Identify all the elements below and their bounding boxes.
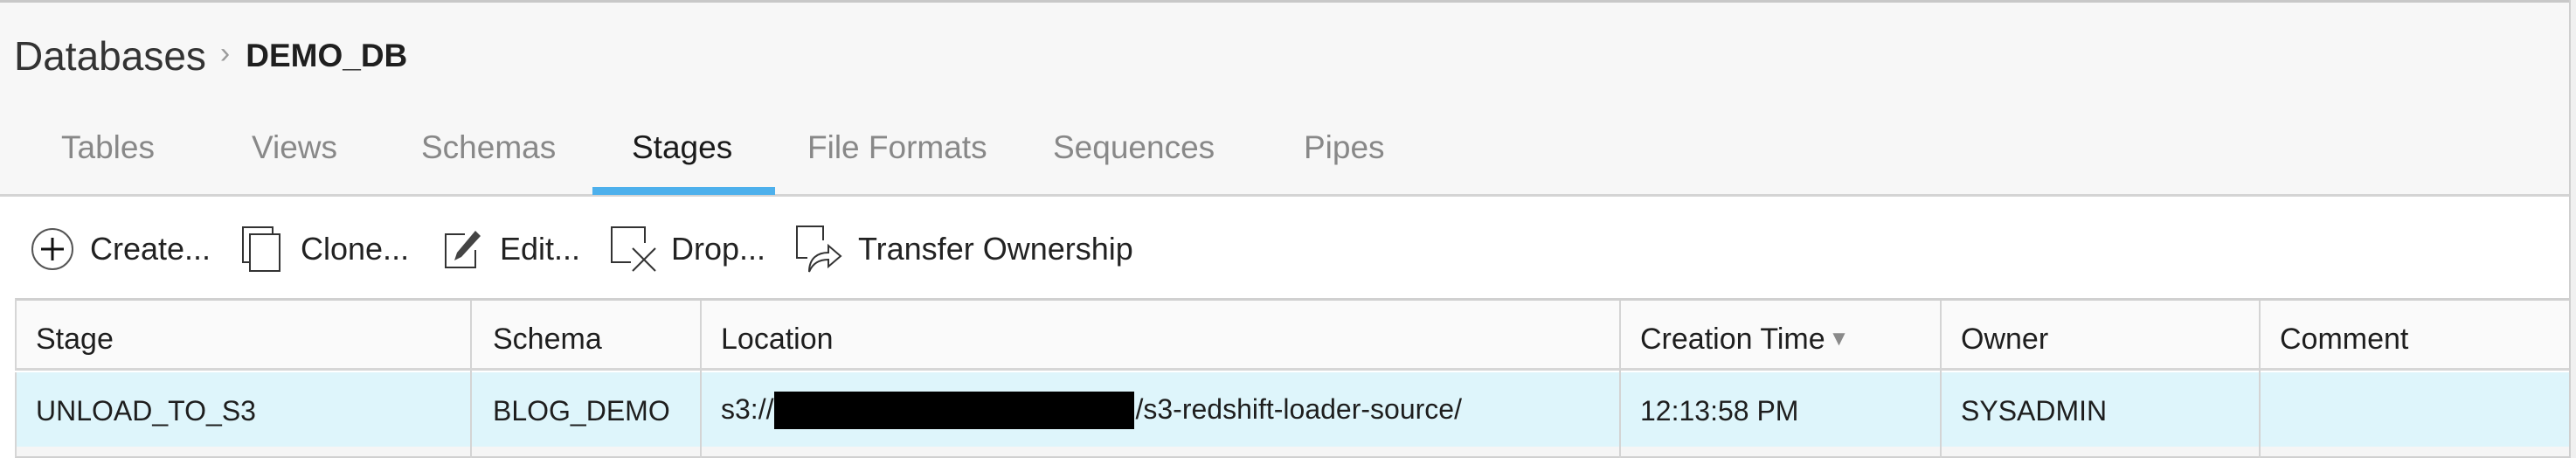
table-row[interactable]: UNLOAD_TO_S3 BLOG_DEMO s3:// /s3-redshift…	[15, 372, 2569, 447]
column-divider[interactable]	[1619, 301, 1621, 458]
page-header	[0, 3, 2569, 195]
location-prefix: s3://	[721, 393, 774, 425]
column-divider[interactable]	[1940, 301, 1942, 458]
table-empty-row	[15, 447, 2569, 458]
cell-stage: UNLOAD_TO_S3	[36, 395, 256, 427]
drop-x-icon	[610, 226, 659, 273]
column-header-schema[interactable]: Schema	[493, 323, 602, 356]
window-top-border	[0, 0, 2576, 3]
create-button[interactable]: Create...	[31, 219, 211, 280]
tab-schemas[interactable]: Schemas	[421, 129, 557, 165]
tab-bar-border	[0, 194, 2569, 197]
transfer-ownership-button[interactable]: Transfer Ownership	[795, 219, 1133, 280]
drop-label: Drop...	[671, 231, 766, 267]
column-header-creation-time[interactable]: Creation Time▼	[1640, 323, 1849, 357]
clone-label: Clone...	[301, 231, 410, 267]
drop-button[interactable]: Drop...	[610, 219, 765, 280]
transfer-ownership-label: Transfer Ownership	[858, 231, 1133, 267]
edit-button[interactable]: Edit...	[444, 219, 580, 280]
cell-location: s3:// /s3-redshift-loader-source/	[721, 392, 1462, 429]
table-header-row: Stage Schema Location Creation Time▼ Own…	[15, 298, 2569, 371]
transfer-arrow-icon	[795, 225, 844, 274]
tab-views[interactable]: Views	[252, 129, 338, 165]
sort-descending-icon: ▼	[1828, 327, 1850, 350]
edit-label: Edit...	[500, 231, 581, 267]
redacted-bucket-name	[774, 392, 1135, 429]
column-header-owner[interactable]: Owner	[1961, 323, 2049, 356]
create-label: Create...	[90, 231, 211, 267]
tab-file-formats[interactable]: File Formats	[807, 129, 987, 165]
window-right-edge	[2569, 0, 2576, 458]
column-divider[interactable]	[700, 301, 702, 458]
tab-sequences[interactable]: Sequences	[1053, 129, 1215, 165]
column-divider[interactable]	[470, 301, 472, 458]
edit-pencil-icon	[444, 229, 482, 269]
column-header-location[interactable]: Location	[721, 323, 834, 356]
plus-circle-icon	[31, 227, 74, 271]
creation-time-label: Creation Time	[1640, 323, 1825, 356]
column-divider[interactable]	[2259, 301, 2261, 458]
tab-stages[interactable]: Stages	[632, 129, 733, 165]
active-tab-indicator	[592, 187, 775, 195]
copy-icon	[241, 226, 283, 273]
clone-button[interactable]: Clone...	[241, 219, 409, 280]
cell-schema: BLOG_DEMO	[493, 395, 670, 427]
breadcrumb-databases-link[interactable]: Databases	[14, 33, 206, 79]
chevron-right-icon: ›	[219, 36, 231, 70]
tab-pipes[interactable]: Pipes	[1304, 129, 1385, 165]
breadcrumb: Databases › DEMO_DB	[14, 30, 407, 82]
breadcrumb-current-database: DEMO_DB	[246, 38, 408, 73]
column-header-comment[interactable]: Comment	[2280, 323, 2409, 356]
cell-owner: SYSADMIN	[1961, 395, 2108, 427]
location-suffix: /s3-redshift-loader-source/	[1135, 393, 1462, 425]
cell-creation-time: 12:13:58 PM	[1640, 395, 1799, 427]
tab-tables[interactable]: Tables	[61, 129, 155, 165]
column-header-stage[interactable]: Stage	[36, 323, 114, 356]
